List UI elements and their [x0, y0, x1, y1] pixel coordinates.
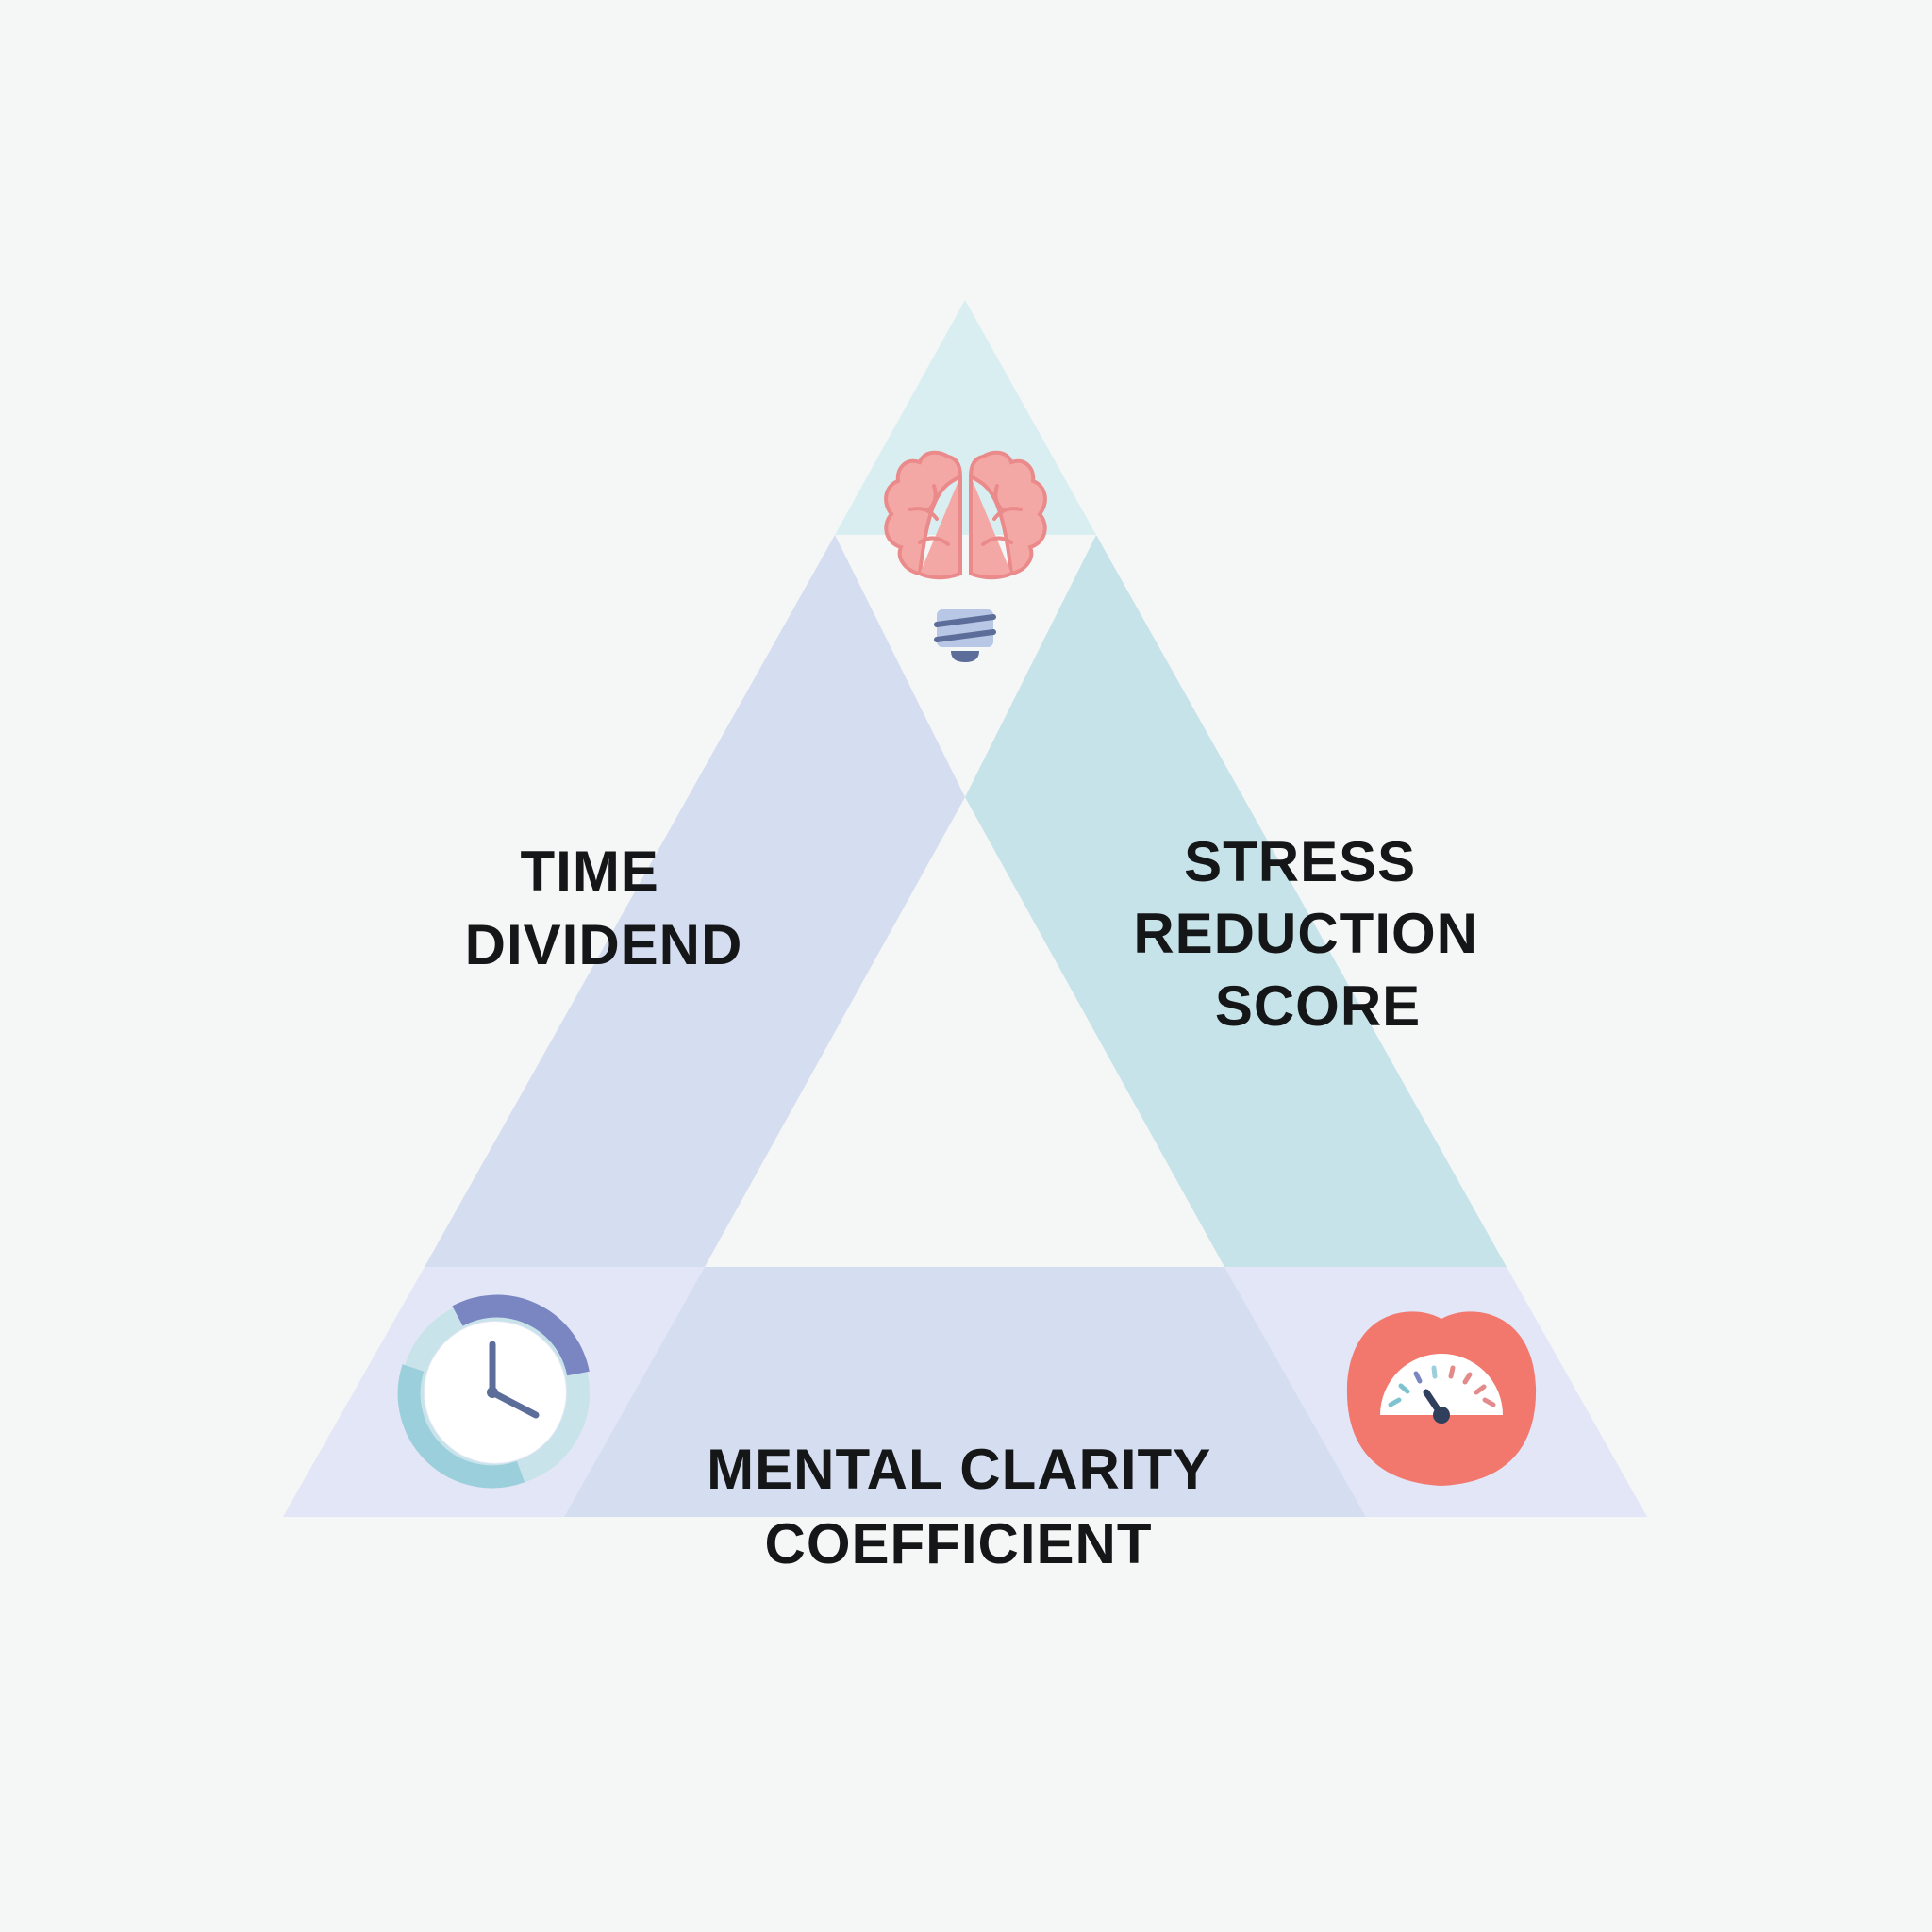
top-corner-segment	[835, 300, 1096, 535]
time-dividend-line-1: TIME	[521, 840, 659, 903]
brain-lightbulb-icon	[884, 450, 1047, 662]
stress-reduction-line-2: REDUCTION	[1133, 902, 1478, 965]
mental-clarity-line-2: COEFFICIENT	[765, 1512, 1153, 1575]
mental-clarity-band	[564, 1267, 1366, 1517]
stress-reduction-line-3: SCORE	[1215, 974, 1421, 1038]
mental-clarity-line-1: MENTAL CLARITY	[707, 1438, 1210, 1501]
mental-clarity-coefficient-label: MENTAL CLARITY COEFFICIENT	[707, 1438, 1227, 1575]
time-dividend-label: TIME DIVIDEND	[465, 840, 743, 976]
stress-reduction-score-label: STRESS REDUCTION SCORE	[1133, 830, 1494, 1038]
time-dividend-band	[425, 535, 965, 1267]
stress-reduction-band	[965, 535, 1507, 1267]
heart-gauge-icon	[1346, 1311, 1537, 1486]
stress-reduction-line-1: STRESS	[1184, 830, 1416, 893]
time-dividend-line-2: DIVIDEND	[465, 913, 743, 976]
clock-icon	[397, 1294, 590, 1489]
